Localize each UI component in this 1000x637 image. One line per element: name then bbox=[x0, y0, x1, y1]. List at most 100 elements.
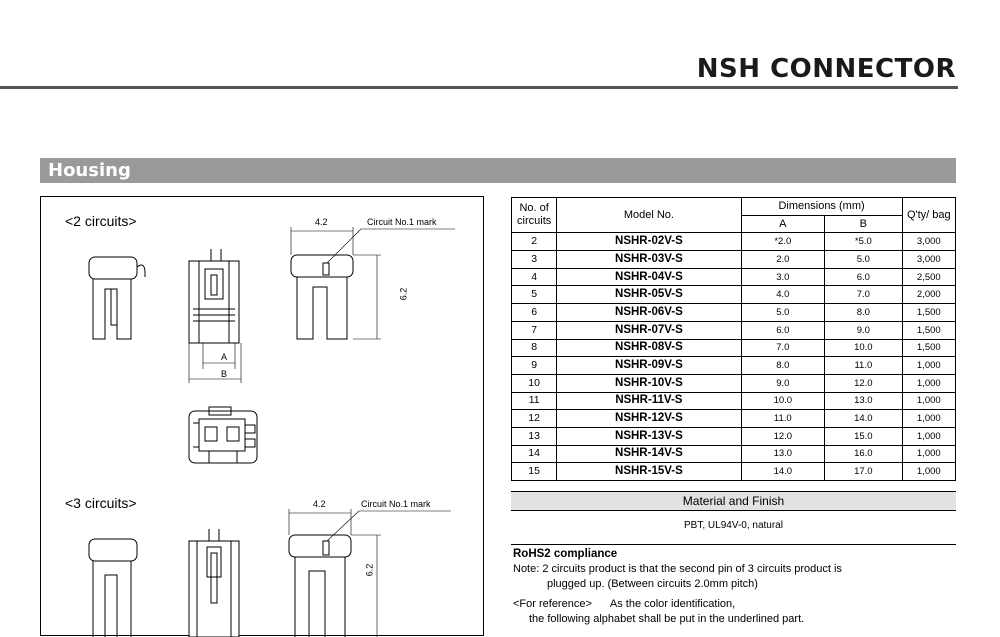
cell-circuits: 9 bbox=[510, 356, 558, 375]
header-dimensions: Dimensions (mm) bbox=[740, 197, 903, 216]
cell-dim-a: 6.0 bbox=[740, 320, 826, 340]
cell-dim-b: 11.0 bbox=[824, 356, 903, 375]
cell-dim-b: 17.0 bbox=[824, 462, 903, 481]
cell-model: NSHR-14V-S bbox=[556, 444, 742, 464]
cell-dim-b: 7.0 bbox=[824, 285, 903, 305]
header-qty: Q'ty/ bag bbox=[901, 196, 957, 234]
cell-circuits: 5 bbox=[510, 285, 558, 305]
cell-circuits: 7 bbox=[510, 320, 558, 340]
cell-model: NSHR-11V-S bbox=[556, 391, 742, 411]
cell-model: NSHR-13V-S bbox=[556, 426, 742, 446]
three-circuit-front-view bbox=[88, 538, 138, 637]
model-table: No. of circuits Model No. Dimensions (mm… bbox=[510, 196, 957, 481]
cell-dim-a: 8.0 bbox=[740, 356, 826, 375]
cell-qty: 1,500 bbox=[901, 320, 957, 340]
cell-qty: 1,500 bbox=[901, 338, 957, 358]
cell-dim-a: 2.0 bbox=[740, 250, 826, 269]
two-circuit-height-dim: 6.2 bbox=[398, 287, 409, 301]
three-circuit-width-dim: 4.2 bbox=[313, 499, 326, 509]
cell-model: NSHR-08V-S bbox=[556, 338, 742, 358]
header-circuits: No. of circuits bbox=[510, 196, 558, 234]
cell-qty: 3,000 bbox=[901, 250, 957, 269]
cell-circuits: 11 bbox=[510, 391, 558, 411]
cell-dim-a: 7.0 bbox=[740, 338, 826, 358]
cell-model: NSHR-07V-S bbox=[556, 320, 742, 340]
title-rule bbox=[0, 86, 958, 89]
cell-circuits: 14 bbox=[510, 444, 558, 464]
cell-qty: 2,000 bbox=[901, 285, 957, 305]
rohs-label: RoHS2 compliance bbox=[513, 548, 618, 560]
two-circuit-width-dim: 4.2 bbox=[315, 217, 328, 227]
cell-dim-a: 10.0 bbox=[740, 391, 826, 411]
cell-dim-b: 8.0 bbox=[824, 303, 903, 322]
cell-dim-a: 4.0 bbox=[740, 285, 826, 305]
cell-model: NSHR-10V-S bbox=[556, 373, 742, 393]
material-text: PBT, UL94V-0, natural bbox=[684, 520, 783, 531]
cell-qty: 1,500 bbox=[901, 303, 957, 322]
cell-dim-b: 16.0 bbox=[824, 444, 903, 464]
two-circuit-side-view bbox=[290, 227, 455, 340]
cell-circuits: 13 bbox=[510, 426, 558, 446]
reference-text: As the color identification, bbox=[609, 598, 736, 610]
reference-line-2: the following alphabet shall be put in t… bbox=[529, 613, 805, 625]
material-rule bbox=[511, 544, 956, 545]
cell-model: NSHR-12V-S bbox=[556, 409, 742, 428]
page-title: NSH CONNECTOR bbox=[696, 54, 956, 84]
housing-drawings bbox=[88, 227, 455, 637]
cell-model: NSHR-03V-S bbox=[556, 250, 742, 269]
cell-qty: 2,500 bbox=[901, 267, 957, 287]
note-line-1: Note: 2 circuits product is that the sec… bbox=[513, 563, 842, 575]
reference-line-1: <For reference>As the color identificati… bbox=[513, 598, 735, 610]
cell-dim-b: 14.0 bbox=[824, 409, 903, 428]
cell-model: NSHR-06V-S bbox=[556, 303, 742, 322]
cell-circuits: 6 bbox=[510, 303, 558, 322]
note-line-2: plugged up. (Between circuits 2.0mm pitc… bbox=[547, 578, 758, 590]
cell-qty: 1,000 bbox=[901, 409, 957, 428]
cell-circuits: 8 bbox=[510, 338, 558, 358]
cell-dim-b: 15.0 bbox=[824, 426, 903, 446]
dim-b-label: B bbox=[221, 369, 228, 379]
cell-dim-b: 12.0 bbox=[824, 373, 903, 393]
two-circuit-bottom-view bbox=[188, 406, 258, 464]
three-circuit-height-dim: 6.2 bbox=[364, 563, 375, 577]
cell-circuits: 10 bbox=[510, 373, 558, 393]
cell-model: NSHR-02V-S bbox=[556, 232, 742, 252]
two-circuit-mark-label: Circuit No.1 mark bbox=[367, 217, 437, 227]
cell-dim-a: 9.0 bbox=[740, 373, 826, 393]
cell-model: NSHR-15V-S bbox=[556, 462, 742, 481]
cell-model: NSHR-05V-S bbox=[556, 285, 742, 305]
cell-dim-a: 14.0 bbox=[740, 462, 826, 481]
cell-circuits: 2 bbox=[510, 232, 558, 252]
cell-qty: 1,000 bbox=[901, 356, 957, 375]
three-circuit-middle-view bbox=[188, 529, 240, 637]
housing-drawing-panel: <2 circuits> 4.2 Circuit No.1 mark 6.2 A… bbox=[40, 196, 484, 637]
cell-circuits: 4 bbox=[510, 267, 558, 287]
cell-circuits: 12 bbox=[510, 409, 558, 428]
cell-dim-b: 9.0 bbox=[824, 320, 903, 340]
cell-circuits: 15 bbox=[510, 462, 558, 481]
section-title: Housing bbox=[48, 160, 131, 181]
cell-qty: 3,000 bbox=[901, 232, 957, 252]
three-circuit-mark-label: Circuit No.1 mark bbox=[361, 499, 431, 509]
cell-qty: 1,000 bbox=[901, 426, 957, 446]
cell-model: NSHR-09V-S bbox=[556, 356, 742, 375]
header-dim-a: A bbox=[740, 214, 826, 234]
dim-a-label: A bbox=[221, 352, 228, 362]
cell-qty: 1,000 bbox=[901, 462, 957, 481]
cell-dim-b: *5.0 bbox=[824, 232, 903, 252]
three-circuit-label: <3 circuits> bbox=[65, 495, 137, 511]
cell-qty: 1,000 bbox=[901, 391, 957, 411]
cell-qty: 1,000 bbox=[901, 373, 957, 393]
cell-circuits: 3 bbox=[510, 250, 558, 269]
header-dim-b: B bbox=[824, 214, 903, 234]
